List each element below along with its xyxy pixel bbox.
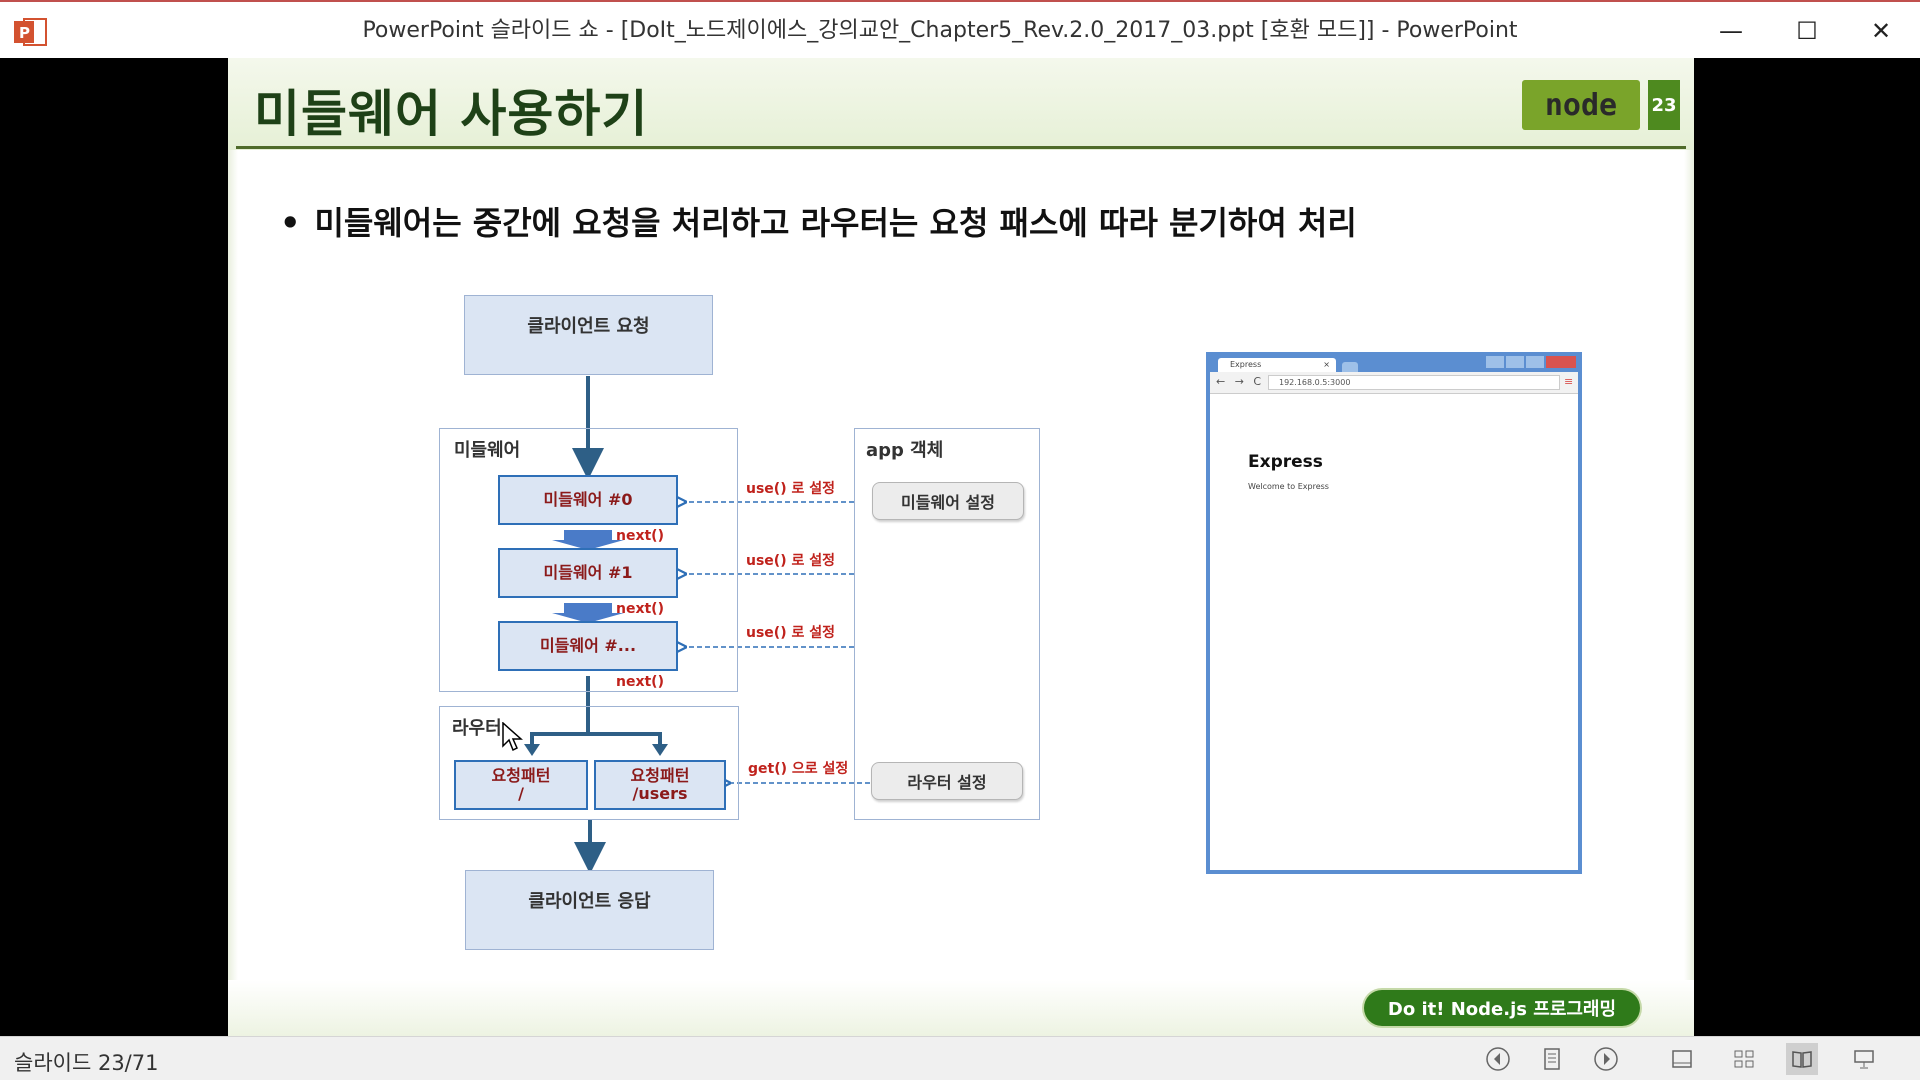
close-button[interactable]: ✕ [1870, 17, 1892, 45]
router-group-label: 라우터 [452, 718, 502, 739]
browser-tab-title: Express [1230, 360, 1262, 369]
use-label-0: use() 로 설정 [746, 481, 835, 497]
use-label-1: use() 로 설정 [746, 553, 835, 569]
nodejs-logo: node [1522, 80, 1640, 130]
next-label-0: next() [616, 528, 664, 544]
maximize-button[interactable]: ☐ [1796, 17, 1818, 45]
express-welcome-text: Welcome to Express [1248, 482, 1329, 491]
slideshow-icon [1854, 1050, 1874, 1069]
branch-arrowhead-left [524, 744, 540, 756]
reading-view-icon [1792, 1051, 1812, 1068]
slideshow-view-button[interactable] [1848, 1043, 1880, 1075]
slide-page-number: 23 [1648, 80, 1680, 130]
normal-view-icon [1672, 1050, 1692, 1068]
browser-nav-bar: ← → C 192.168.0.5:3000 ≡ [1210, 372, 1578, 394]
header-divider [236, 146, 1686, 149]
next-icon [1594, 1047, 1618, 1071]
browser-address-bar: 192.168.0.5:3000 [1268, 375, 1560, 390]
browser-tab-close-icon: × [1323, 360, 1330, 369]
next-arrow-0 [552, 530, 624, 550]
middleware-setting-label: 미들웨어 설정 [901, 493, 995, 512]
middleware-1-label: 미들웨어 #1 [543, 563, 633, 583]
powerpoint-app-icon[interactable]: P [14, 17, 48, 47]
browser-nav-icons: ← → C [1216, 375, 1265, 388]
next-arrow-1 [552, 603, 624, 623]
mouse-cursor-icon [502, 722, 523, 752]
normal-view-button[interactable] [1666, 1043, 1698, 1075]
flow-branch-line [530, 732, 662, 746]
middleware-0-box: 미들웨어 #0 [498, 475, 678, 525]
slide-sorter-icon [1734, 1050, 1754, 1068]
route-users-box: 요청패턴 /users [594, 760, 726, 810]
svg-text:P: P [19, 24, 30, 42]
browser-menu-icon: ≡ [1564, 375, 1574, 388]
browser-close-icon [1546, 356, 1576, 368]
middleware-group [439, 428, 738, 692]
browser-maximize-icon [1526, 356, 1544, 368]
branch-arrowhead-right [652, 744, 668, 756]
slide-header [228, 58, 1694, 150]
client-response-box: 클라이언트 응답 [465, 870, 714, 950]
route-users-label: 요청패턴 [630, 766, 690, 786]
next-label-2: next() [616, 674, 664, 690]
client-response-label: 클라이언트 응답 [528, 891, 651, 912]
route-users-path: /users [632, 784, 688, 803]
bullet-dot: • [280, 204, 301, 242]
slide-title: 미들웨어 사용하기 [254, 85, 649, 143]
client-request-label: 클라이언트 요청 [527, 316, 650, 337]
browser-screenshot: Express × ← → C 192.168.0.5:3000 ≡ Expre… [1206, 352, 1582, 874]
browser-minimize-icon [1506, 356, 1524, 368]
bullet-text: 미들웨어는 중간에 요청을 처리하고 라우터는 요청 패스에 따라 분기하여 처… [314, 204, 1357, 242]
get-label: get() 으로 설정 [748, 761, 849, 777]
previous-icon [1486, 1047, 1510, 1071]
router-setting-label: 라우터 설정 [907, 773, 987, 792]
middleware-n-label: 미들웨어 #... [539, 636, 637, 656]
router-setting-box: 라우터 설정 [871, 762, 1023, 800]
middleware-1-box: 미들웨어 #1 [498, 548, 678, 598]
middleware-0-label: 미들웨어 #0 [543, 490, 633, 510]
use-label-2: use() 로 설정 [746, 625, 835, 641]
next-slide-button[interactable] [1590, 1043, 1622, 1075]
browser-window-controls [1486, 356, 1576, 368]
status-bar: 슬라이드 23/71 [0, 1036, 1920, 1080]
do-it-nodejs-badge: Do it! Node.js 프로그래밍 [1364, 990, 1640, 1026]
previous-slide-button[interactable] [1482, 1043, 1514, 1075]
next-label-1: next() [616, 601, 664, 617]
middleware-setting-box: 미들웨어 설정 [872, 482, 1024, 520]
slide-left-shade [228, 150, 238, 1036]
slide-menu-button[interactable] [1536, 1043, 1568, 1075]
diagram-connectors [524, 376, 870, 874]
middleware-group-label: 미들웨어 [454, 440, 521, 461]
middleware-n-box: 미들웨어 #... [498, 621, 678, 671]
browser-new-tab [1342, 362, 1358, 372]
app-object-label: app 객체 [866, 440, 944, 461]
slide[interactable]: 미들웨어 사용하기 node 23 • 미들웨어는 중간에 요청을 처리하고 라우… [228, 58, 1694, 1036]
browser-tab-bar: Express × [1210, 356, 1578, 372]
route-root-box: 요청패턴 / [454, 760, 588, 810]
window-title: PowerPoint 슬라이드 쇼 - [DoIt_노드제이에스_강의교안_Ch… [362, 18, 1518, 43]
window-title-bar: P PowerPoint 슬라이드 쇼 - [DoIt_노드제이에스_강의교안_… [0, 0, 1920, 58]
notes-menu-icon [1544, 1048, 1560, 1070]
app-object-group [854, 428, 1040, 820]
route-root-label: 요청패턴 [491, 766, 551, 786]
slide-right-shade [1684, 150, 1694, 1036]
bullet-point: • 미들웨어는 중간에 요청을 처리하고 라우터는 요청 패스에 따라 분기하여 … [280, 198, 1357, 244]
router-group [439, 706, 739, 820]
browser-user-icon [1486, 356, 1504, 368]
route-root-path: / [518, 784, 524, 803]
minimize-button[interactable]: — [1719, 17, 1743, 45]
slide-counter: 슬라이드 23/71 [14, 1051, 159, 1075]
reading-view-button[interactable] [1786, 1043, 1818, 1075]
client-request-box: 클라이언트 요청 [464, 295, 713, 375]
slide-sorter-button[interactable] [1728, 1043, 1760, 1075]
browser-tab: Express × [1218, 358, 1336, 372]
express-heading: Express [1248, 452, 1323, 472]
